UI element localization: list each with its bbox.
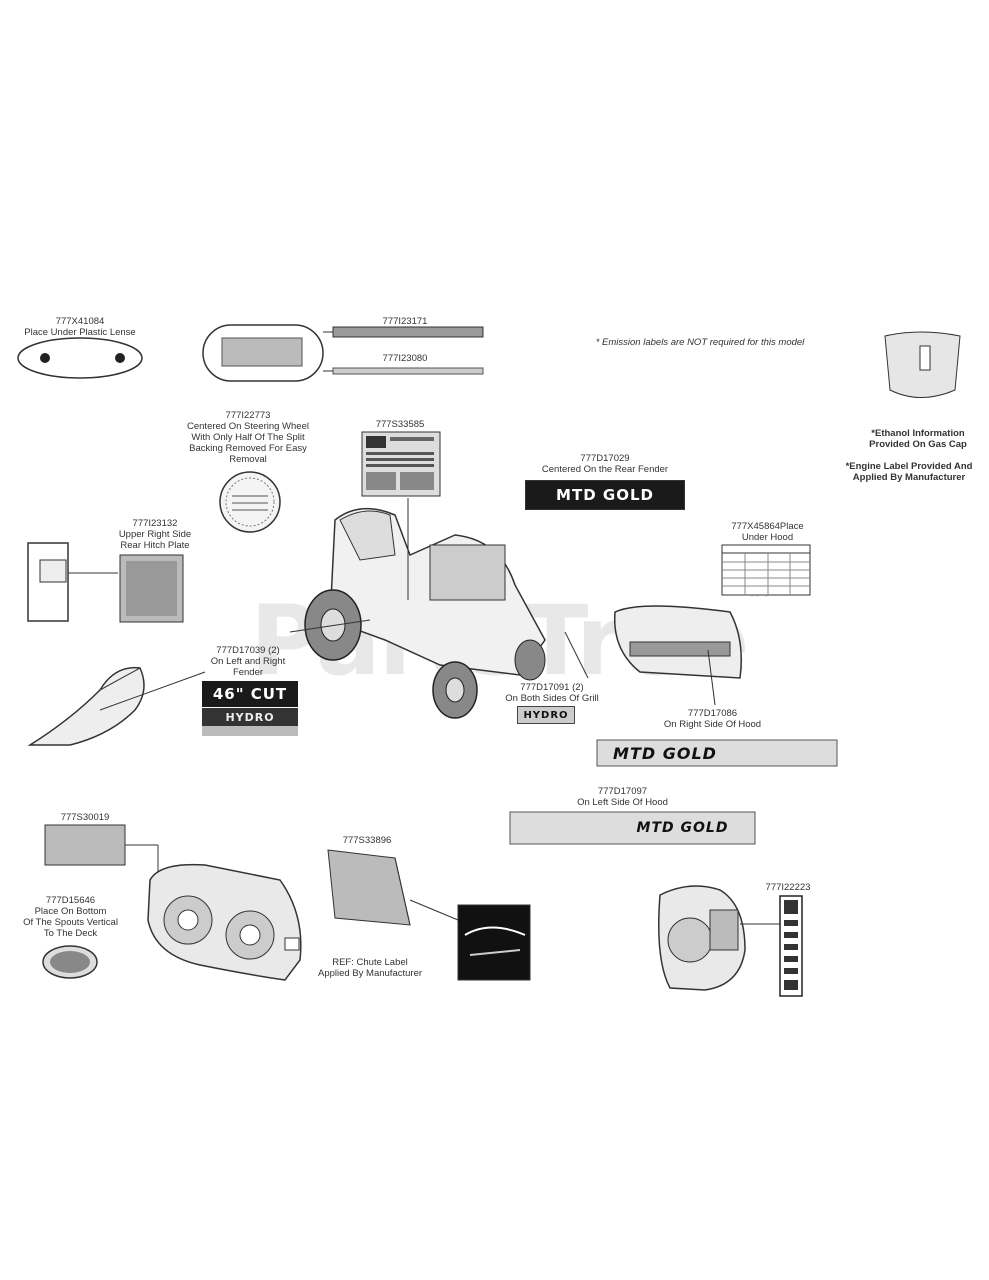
engine-label-note: *Engine Label Provided And Applied By Ma…: [845, 461, 973, 483]
emission-note: * Emission labels are NOT required for t…: [595, 337, 805, 348]
label-chute-ref: REF: Chute Label Applied By Manufacturer: [317, 957, 423, 979]
label-777I23132: 777I23132 Upper Right Side Rear Hitch Pl…: [118, 518, 192, 551]
46-cut-decal: 46" CUT: [202, 681, 298, 707]
label-777I22773: 777I22773 Centered On Steering Wheel Wit…: [187, 410, 309, 465]
warning-decal-icon: [361, 431, 441, 497]
ethanol-note: *Ethanol Information Provided On Gas Cap: [869, 428, 967, 450]
label-777D17086: 777D17086 On Right Side Of Hood: [663, 708, 762, 730]
mtd-gold-right-hood-decal: MTD GOLD: [613, 743, 717, 763]
label-777I23171: 777I23171: [382, 316, 428, 327]
hydro-grill-decal: HYDRO: [517, 706, 575, 724]
label-777I22223: 777I22223: [765, 882, 811, 893]
under-hood-table-icon: [721, 544, 811, 596]
fender-decal-stripe: [202, 726, 298, 736]
label-777D17039: 777D17039 (2) On Left and Right Fender: [210, 645, 286, 678]
label-777D15646: 777D15646 Place On Bottom Of The Spouts …: [23, 895, 118, 939]
mower-deck-icon: [42, 824, 302, 981]
right-hood-strip-icon: [596, 739, 838, 767]
mtd-gold-rear-decal: MTD GOLD: [525, 480, 685, 510]
hood-icon: [564, 605, 742, 706]
label-777D17091: 777D17091 (2) On Both Sides Of Grill: [505, 682, 599, 704]
steering-wheel-decal-icon: [219, 471, 281, 533]
label-777D17029: 777D17029 Centered On the Rear Fender: [541, 453, 669, 475]
label-777X41084: 777X41084 Place Under Plastic Lense: [24, 316, 136, 338]
dash-decal-icon: [202, 324, 484, 382]
label-777D17097: 777D17097 On Left Side Of Hood: [577, 786, 668, 808]
label-777X45864: 777X45864Place Under Hood: [731, 521, 804, 543]
left-hood-strip-icon: [509, 811, 756, 845]
hydro-fender-decal: HYDRO: [202, 708, 298, 726]
gas-cap-icon: [884, 331, 961, 398]
lens-decal-icon: [17, 337, 143, 379]
engine-icon: [658, 885, 803, 997]
fender-icon: [27, 619, 371, 746]
label-777S30019: 777S30019: [60, 812, 110, 823]
tractor-icon: [304, 498, 546, 719]
label-777S33896: 777S33896: [342, 835, 392, 846]
chute-decal-icon: [327, 849, 531, 981]
hitch-plate-icon: [27, 542, 184, 623]
mtd-gold-left-hood-decal: MTD GOLD: [636, 820, 729, 836]
label-777I23080: 777I23080: [382, 353, 428, 364]
label-777S33585: 777S33585: [375, 419, 425, 430]
